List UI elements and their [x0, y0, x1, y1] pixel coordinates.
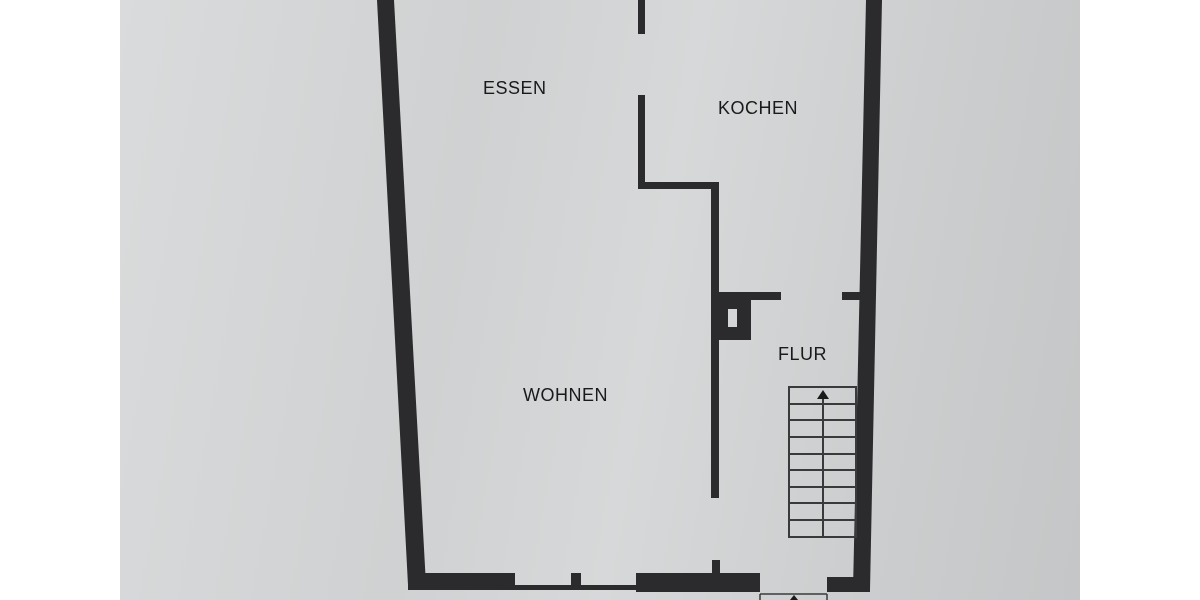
kitchen-wall-top [638, 0, 645, 34]
room-label-kochen: KOCHEN [718, 98, 799, 118]
room-label-essen: ESSEN [483, 78, 547, 98]
kitchen-wall-vertical [638, 95, 645, 188]
outer-wall-bottom-1 [408, 573, 515, 590]
hall-wall-stub-right [842, 292, 862, 300]
entrance [759, 593, 828, 600]
room-label-flur: FLUR [778, 344, 828, 364]
kitchen-wall-horizontal [638, 182, 718, 189]
outer-wall-left [377, 0, 426, 585]
stair-up-arrow-icon [817, 390, 829, 399]
entrance-arrow-icon [790, 595, 798, 600]
window-mullion [571, 573, 581, 587]
floorplan-drawing [377, 0, 882, 600]
window-sill-1 [515, 585, 637, 590]
chimney-flue [728, 309, 737, 327]
wall-stub-bottom [712, 560, 720, 576]
outer-wall-right [853, 0, 882, 590]
outer-wall-bottom-2 [636, 573, 760, 592]
floorplan-photo: ESSEN KOCHEN FLUR WOHNEN [120, 0, 1080, 600]
room-label-wohnen: WOHNEN [523, 385, 608, 405]
staircase [788, 386, 857, 538]
outer-wall-bottom-3 [827, 577, 870, 592]
